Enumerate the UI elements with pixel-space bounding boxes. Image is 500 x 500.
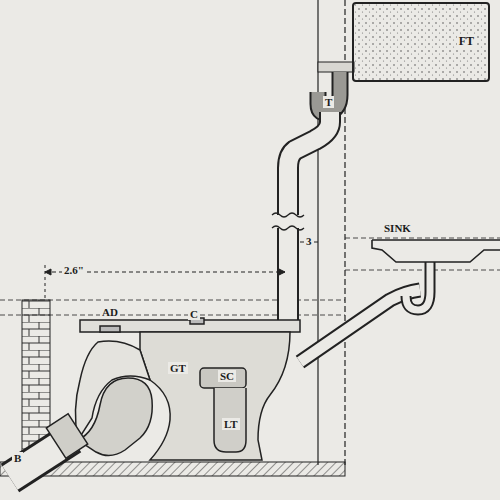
flush-tank: FT xyxy=(352,2,490,82)
callout-label: AD xyxy=(100,306,120,318)
wall-lines xyxy=(0,0,500,465)
pipes xyxy=(10,72,430,478)
break-marks xyxy=(272,213,304,230)
callout-label: LT xyxy=(222,418,240,430)
callout-label: GT xyxy=(168,362,188,374)
tank-bracket xyxy=(318,62,354,72)
sink-basin xyxy=(372,240,500,262)
callout-label: 2.6" xyxy=(62,264,86,276)
dimension-lines xyxy=(45,242,318,300)
callout-label: SC xyxy=(218,370,236,382)
flush-tank-texture xyxy=(352,2,490,82)
callout-label: T xyxy=(323,96,334,108)
callout-label: SINK xyxy=(382,222,413,234)
callout-label: C xyxy=(188,308,200,320)
tank-label: FT xyxy=(457,35,476,48)
callout-label: 3 xyxy=(304,235,314,247)
callout-label: B xyxy=(12,452,23,464)
closet-pan xyxy=(46,318,300,460)
